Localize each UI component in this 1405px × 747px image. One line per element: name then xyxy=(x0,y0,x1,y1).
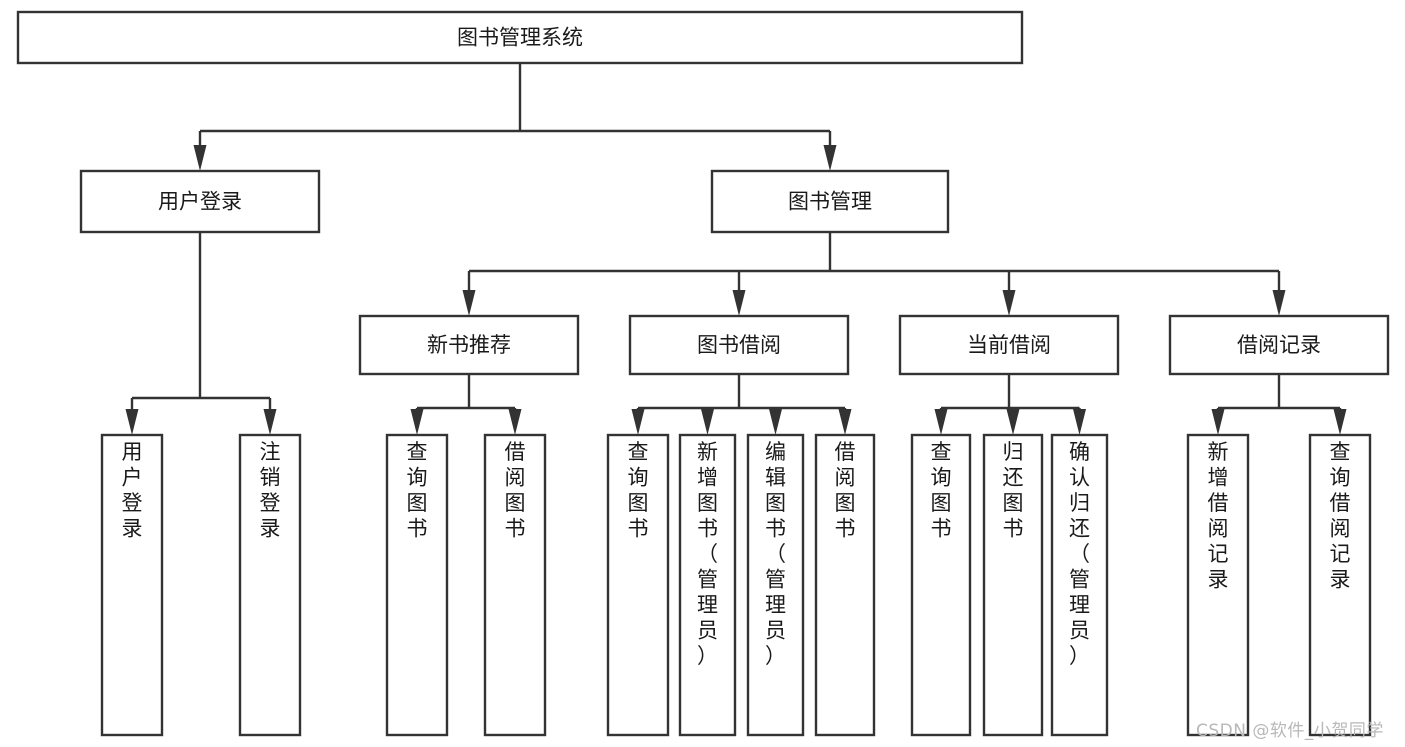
edge-group-book-borrow xyxy=(631,374,852,435)
arrowhead-icon xyxy=(1073,409,1086,435)
node-box-leaf-user-login[interactable] xyxy=(100,433,164,737)
arrowhead-icon xyxy=(1002,290,1016,316)
node-leaf-user-login[interactable]: 用户登录 xyxy=(100,433,164,737)
node-box-leaf-borrow-book-1[interactable] xyxy=(483,433,547,737)
arrowhead-icon xyxy=(934,409,948,435)
arrowhead-icon xyxy=(838,409,852,435)
node-label-book-manage: 图书管理 xyxy=(788,190,872,214)
node-box-user-login[interactable] xyxy=(79,169,321,234)
node-label-leaf-logout: 注销登录 xyxy=(260,440,281,541)
node-label-user-login: 用户登录 xyxy=(158,190,242,214)
node-label-root: 图书管理系统 xyxy=(457,26,583,50)
arrowhead-icon xyxy=(462,290,476,316)
node-book-borrow[interactable]: 图书借阅 xyxy=(628,314,850,376)
node-leaf-add-record[interactable]: 新增借阅记录 xyxy=(1186,433,1250,737)
node-new-book-rec[interactable]: 新书推荐 xyxy=(358,314,580,376)
arrowhead-icon xyxy=(701,409,714,435)
node-box-leaf-add-record[interactable] xyxy=(1186,433,1250,737)
arrowhead-icon xyxy=(125,409,139,435)
node-box-leaf-query-book-3[interactable] xyxy=(910,433,972,737)
node-label-leaf-query-book-1: 查询图书 xyxy=(407,440,428,541)
edge-group-user-login xyxy=(125,232,277,435)
node-box-leaf-query-book-1[interactable] xyxy=(385,433,449,737)
node-label-leaf-add-book: 新增图书（管理员） xyxy=(697,440,718,668)
arrowhead-icon xyxy=(1006,409,1020,435)
node-leaf-query-record[interactable]: 查询借阅记录 xyxy=(1308,433,1372,737)
node-box-leaf-query-book-2[interactable] xyxy=(606,433,670,737)
node-box-current-borrow[interactable] xyxy=(898,314,1120,376)
node-label-leaf-return-book: 归还图书 xyxy=(1003,440,1024,541)
node-label-leaf-query-record: 查询借阅记录 xyxy=(1330,440,1351,592)
node-box-borrow-record[interactable] xyxy=(1168,314,1390,376)
node-label-leaf-borrow-book-1: 借阅图书 xyxy=(505,440,526,541)
node-box-new-book-rec[interactable] xyxy=(358,314,580,376)
node-label-leaf-confirm-return: 确认归还（管理员） xyxy=(1069,440,1090,668)
arrowhead-icon xyxy=(732,290,746,316)
node-label-new-book-rec: 新书推荐 xyxy=(427,333,511,357)
node-label-leaf-query-book-3: 查询图书 xyxy=(931,440,952,541)
arrowhead-icon xyxy=(823,145,837,171)
arrowhead-icon xyxy=(1211,409,1225,435)
node-label-borrow-record: 借阅记录 xyxy=(1237,333,1321,357)
node-book-manage[interactable]: 图书管理 xyxy=(710,169,950,234)
arrowhead-icon xyxy=(1333,409,1347,435)
node-label-book-borrow: 图书借阅 xyxy=(697,333,781,357)
node-leaf-confirm-return[interactable]: 确认归还（管理员） xyxy=(1050,433,1109,737)
node-label-leaf-add-record: 新增借阅记录 xyxy=(1208,440,1229,592)
node-borrow-record[interactable]: 借阅记录 xyxy=(1168,314,1390,376)
node-current-borrow[interactable]: 当前借阅 xyxy=(898,314,1120,376)
node-label-current-borrow: 当前借阅 xyxy=(967,333,1051,357)
node-box-leaf-logout[interactable] xyxy=(238,433,302,737)
node-leaf-query-book-1[interactable]: 查询图书 xyxy=(385,433,449,737)
node-box-leaf-edit-book[interactable] xyxy=(746,433,805,737)
node-leaf-return-book[interactable]: 归还图书 xyxy=(982,433,1044,737)
node-leaf-query-book-3[interactable]: 查询图书 xyxy=(910,433,972,737)
edges-layer xyxy=(125,63,1347,435)
node-label-leaf-edit-book: 编辑图书（管理员） xyxy=(765,440,786,668)
node-user-login[interactable]: 用户登录 xyxy=(79,169,321,234)
node-box-leaf-return-book[interactable] xyxy=(982,433,1044,737)
edge-group-book-manage xyxy=(462,232,1286,316)
csdn-watermark: CSDN @软件_小贺同学 xyxy=(1196,721,1384,741)
node-root[interactable]: 图书管理系统 xyxy=(16,10,1024,65)
arrowhead-icon xyxy=(193,145,207,171)
arrowhead-icon xyxy=(631,409,645,435)
node-leaf-borrow-book-2[interactable]: 借阅图书 xyxy=(814,433,876,737)
node-box-leaf-confirm-return[interactable] xyxy=(1050,433,1109,737)
node-leaf-add-book[interactable]: 新增图书（管理员） xyxy=(678,433,737,737)
nodes-layer: 图书管理系统用户登录图书管理新书推荐图书借阅当前借阅借阅记录用户登录注销登录查询… xyxy=(16,10,1390,737)
node-box-root[interactable] xyxy=(16,10,1024,65)
arrowhead-icon xyxy=(508,409,522,435)
edge-group-new-book-rec xyxy=(410,374,522,435)
node-box-leaf-query-record[interactable] xyxy=(1308,433,1372,737)
node-leaf-logout[interactable]: 注销登录 xyxy=(238,433,302,737)
node-label-leaf-user-login: 用户登录 xyxy=(122,440,143,541)
node-leaf-query-book-2[interactable]: 查询图书 xyxy=(606,433,670,737)
arrowhead-icon xyxy=(263,409,277,435)
node-box-leaf-add-book[interactable] xyxy=(678,433,737,737)
node-leaf-borrow-book-1[interactable]: 借阅图书 xyxy=(483,433,547,737)
node-box-leaf-borrow-book-2[interactable] xyxy=(814,433,876,737)
node-leaf-edit-book[interactable]: 编辑图书（管理员） xyxy=(746,433,805,737)
edge-group-current-borrow xyxy=(934,374,1086,435)
node-label-leaf-borrow-book-2: 借阅图书 xyxy=(835,440,856,541)
node-label-leaf-query-book-2: 查询图书 xyxy=(628,440,649,541)
node-box-book-manage[interactable] xyxy=(710,169,950,234)
arrowhead-icon xyxy=(410,409,424,435)
edge-group-root xyxy=(193,63,837,171)
arrowhead-icon xyxy=(1272,290,1286,316)
node-box-book-borrow[interactable] xyxy=(628,314,850,376)
edge-group-borrow-record xyxy=(1211,374,1347,435)
arrowhead-icon xyxy=(769,409,782,435)
